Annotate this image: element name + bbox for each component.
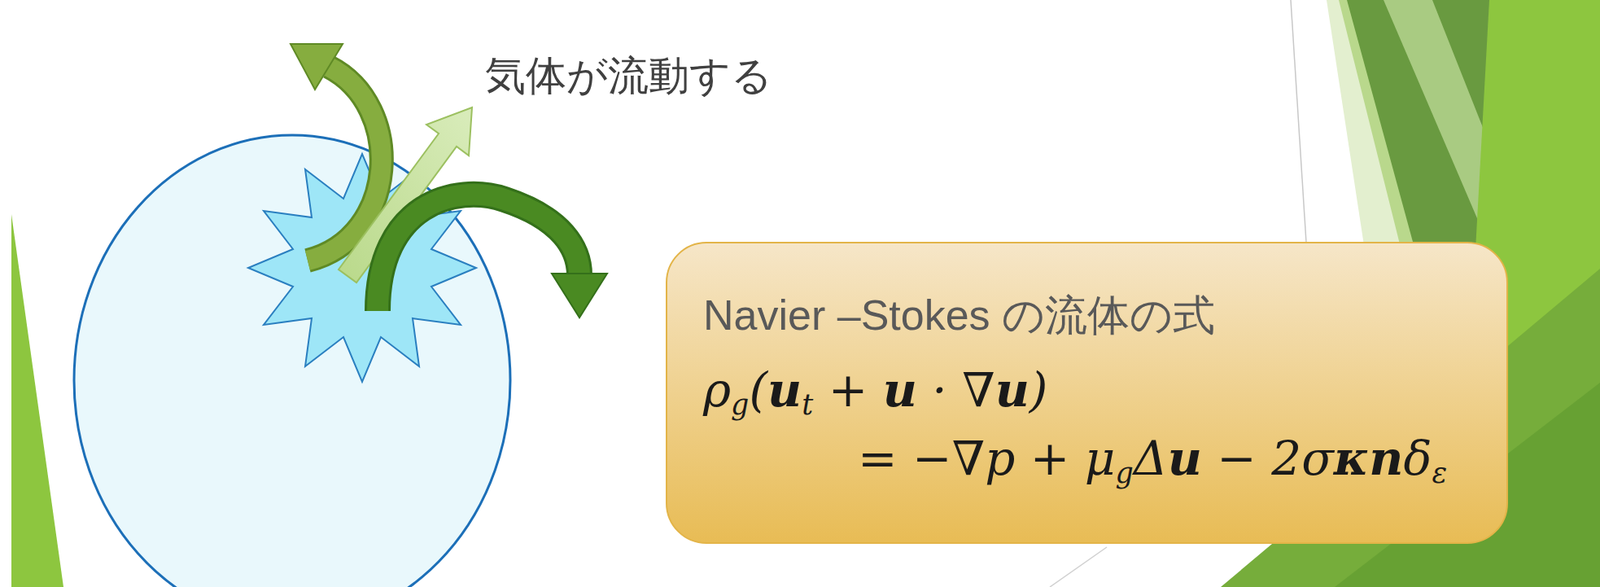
- note-label: 気体が流動する: [485, 48, 773, 104]
- flow-arrow: [377, 194, 580, 311]
- equation: ρg(ut + u · ∇u) = −∇p + μgΔu − 2σκnδε: [703, 355, 1471, 493]
- deco-band: [11, 214, 64, 587]
- equation-line: ρg(ut + u · ∇u): [703, 355, 1471, 425]
- flow-arrow: [377, 194, 580, 311]
- equation-line: = −∇p + μgΔu − 2σκnδε: [703, 424, 1471, 493]
- arrow-head: [551, 273, 608, 318]
- deco-line: [1049, 546, 1107, 587]
- arrow-head: [290, 43, 343, 90]
- box-heading: Navier –Stokes の流体の式: [703, 287, 1471, 345]
- formula-box: Navier –Stokes の流体の式 ρg(ut + u · ∇u) = −∇…: [665, 241, 1509, 544]
